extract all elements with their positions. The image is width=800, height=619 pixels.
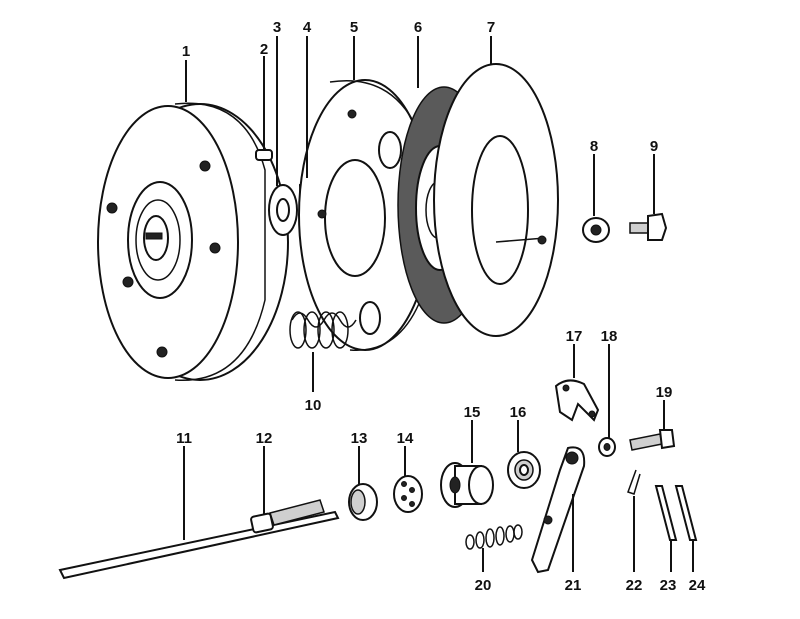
callout-20: 20 — [475, 577, 492, 594]
callout-18: 18 — [601, 328, 618, 345]
part-12-coupling — [250, 512, 274, 534]
callout-14: 14 — [397, 430, 414, 447]
part-7-backing-plate — [433, 63, 559, 337]
part-5-pressure-plate — [298, 79, 432, 351]
callout-16: 16 — [510, 404, 527, 421]
part-1-flywheel — [97, 102, 289, 381]
leader-lines — [183, 36, 694, 572]
callout-5: 5 — [350, 19, 358, 36]
part-17-bracket — [554, 379, 600, 422]
callout-21: 21 — [565, 577, 582, 594]
callout-22: 22 — [626, 577, 643, 594]
part-24-pin — [674, 485, 698, 541]
callout-7: 7 — [487, 19, 495, 36]
callout-6: 6 — [414, 19, 422, 36]
callout-8: 8 — [590, 138, 598, 155]
callout-19: 19 — [656, 384, 673, 401]
callout-12: 12 — [256, 430, 273, 447]
part-15-release-hub — [440, 462, 494, 508]
callout-13: 13 — [351, 430, 368, 447]
part-14-cage — [393, 475, 423, 513]
part-8-washer — [582, 217, 610, 243]
callout-15: 15 — [464, 404, 481, 421]
callout-3: 3 — [273, 19, 281, 36]
part-21-release-lever — [530, 446, 586, 574]
part-18-washer — [598, 437, 616, 457]
callout-11: 11 — [176, 430, 192, 447]
callout-4: 4 — [303, 19, 312, 36]
part-10-spring — [289, 311, 357, 349]
part-13-cap — [348, 483, 378, 521]
part-2-pin — [255, 149, 273, 161]
callout-23: 23 — [660, 577, 677, 594]
callout-10: 10 — [305, 397, 322, 414]
callout-17: 17 — [566, 328, 583, 345]
callout-24: 24 — [689, 577, 706, 594]
callout-1: 1 — [182, 43, 190, 60]
part-23-pin — [654, 485, 678, 541]
callout-2: 2 — [260, 41, 268, 58]
callout-labels: 1 2 3 4 5 6 7 8 9 10 11 12 13 14 15 16 1… — [176, 19, 706, 594]
part-9-bolt — [629, 212, 668, 241]
part-16-bearing — [507, 451, 541, 489]
callout-9: 9 — [650, 138, 658, 155]
part-20-spring — [465, 524, 523, 550]
part-11-shaft — [58, 499, 340, 580]
part-3-washer — [268, 184, 298, 236]
part-22-split-pin — [627, 469, 641, 495]
part-19-bolt — [629, 429, 676, 451]
